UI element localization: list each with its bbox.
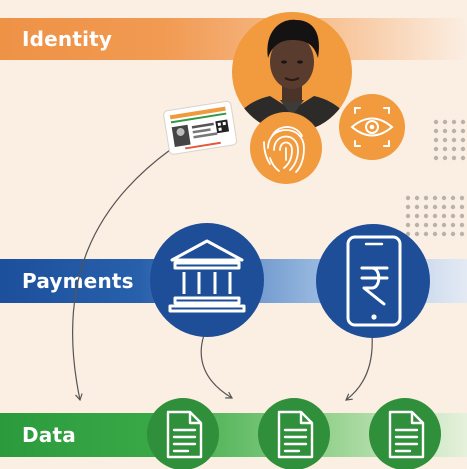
bank-icon [150,223,264,337]
document-icon [369,398,441,469]
identity-band: Identity [0,18,467,60]
fingerprint-icon [250,112,322,184]
arrow-bank-to-data [200,334,234,399]
id-card-icon [163,100,238,155]
dot-pattern-top [433,119,466,161]
data-label: Data [22,423,76,447]
rupee-phone-icon [316,224,430,338]
eye-scan-icon [339,94,405,160]
arrow-phone-to-data [345,334,373,401]
document-icon [258,398,330,469]
identity-label: Identity [22,27,113,51]
document-icon [147,398,219,469]
dot-pattern-bottom [405,195,465,237]
arrow-idcard-to-data [72,149,171,402]
